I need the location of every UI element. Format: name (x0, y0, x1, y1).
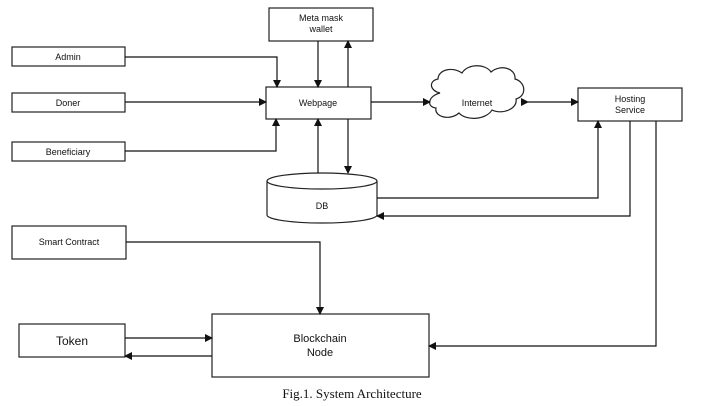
edge-admin-to-webpage (125, 56, 281, 88)
db-label: DB (316, 201, 329, 211)
node-token: Token (18, 323, 126, 358)
edge-db-to-hosting (377, 120, 602, 199)
node-blockchain: Blockchain Node (211, 313, 430, 378)
edge-hosting-to-blockchain (428, 121, 657, 350)
token-label: Token (56, 334, 88, 348)
smart-contract-label: Smart Contract (39, 237, 100, 247)
edge-smart-contract-to-blockchain (126, 241, 324, 315)
hosting-label-line1: Hosting (615, 94, 646, 104)
node-hosting-service: Hosting Service (577, 87, 683, 122)
admin-label: Admin (55, 52, 81, 62)
node-admin: Admin (11, 46, 126, 67)
edge-beneficiary-to-webpage (125, 118, 280, 152)
node-db-cylinder: DB (266, 172, 378, 224)
hosting-label-line2: Service (615, 105, 645, 115)
blockchain-label-line1: Blockchain (293, 333, 346, 345)
doner-label: Doner (56, 98, 81, 108)
blockchain-label-line2: Node (307, 347, 333, 359)
node-doner: Doner (11, 92, 126, 113)
node-webpage: Webpage (265, 86, 372, 120)
node-metamask-wallet: Meta mask wallet (268, 7, 374, 42)
webpage-label: Webpage (299, 98, 337, 108)
node-beneficiary: Beneficiary (11, 141, 126, 162)
node-internet-cloud: Internet (429, 65, 525, 119)
beneficiary-label: Beneficiary (46, 147, 91, 157)
figure-caption: Fig.1. System Architecture (282, 386, 422, 401)
edge-hosting-to-db (376, 121, 631, 220)
internet-label: Internet (462, 98, 493, 108)
metamask-label-line1: Meta mask (299, 13, 344, 23)
node-smart-contract: Smart Contract (11, 225, 127, 260)
metamask-label-line2: wallet (308, 24, 333, 34)
